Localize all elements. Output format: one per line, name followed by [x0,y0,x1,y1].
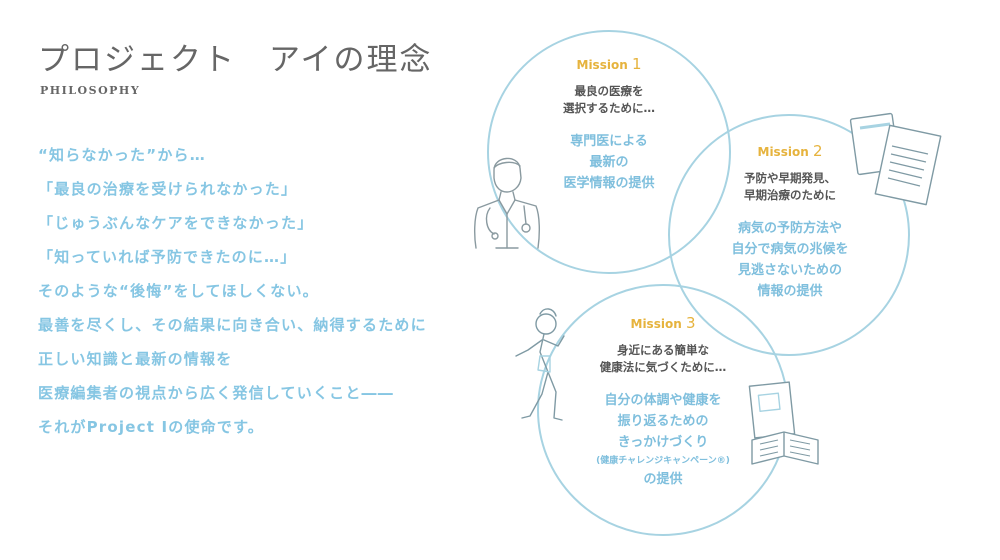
philosophy-line: 「じゅうぶんなケアをできなかった」 [38,214,314,232]
mission-3-goal: 自分の体調や健康を 振り返るための きっかけづくり (健康チャレンジキャンペーン… [578,390,748,490]
mission-2: Mission 2 予防や早期発見、 早期治療のために 病気の予防方法や 自分で… [710,142,870,302]
runner-icon [515,308,565,421]
mission-2-circle [668,114,910,356]
mission-2-intro: 予防や早期発見、 早期治療のために [744,171,836,202]
mission-3-goal-note: (健康チャレンジキャンペーン®) [596,456,730,466]
mission-3-intro: 身近にある簡単な 健康法に気づくために… [599,343,727,374]
documents-icon [849,112,942,206]
mission-3-label: Mission 3 [630,314,696,332]
page-title: プロジェクト アイの理念 [38,42,433,78]
philosophy-text: “知らなかった”から… 「最良の治療を受けられなかった」 「じゅうぶんなケアをで… [38,138,478,444]
philosophy-line: そのような“後悔”をしてほしくない。 [38,282,319,300]
philosophy-line: 最善を尽くし、その結果に向き合い、納得するために [38,316,427,334]
mission-3: Mission 3 身近にある簡単な 健康法に気づくために… 自分の体調や健康を… [578,314,748,490]
page-subtitle: PHILOSOPHY [40,84,141,97]
mission-1-goal: 専門医による 最新の 医学情報の提供 [563,134,655,191]
philosophy-line: 「知っていれば予防できたのに…」 [38,248,297,266]
mission-2-goal: 病気の予防方法や 自分で病気の兆候を 見逃さないための 情報の提供 [731,221,849,299]
mission-1: Mission 1 最良の医療を 選択するために… 専門医による 最新の 医学情… [534,55,684,194]
philosophy-line: 正しい知識と最新の情報を [38,350,233,368]
philosophy-line: 「最良の治療を受けられなかった」 [38,180,298,198]
mission-1-label: Mission 1 [576,55,642,73]
philosophy-line: 医療編集者の視点から広く発信していくこと―― [38,384,394,402]
mission-2-label: Mission 2 [757,142,823,160]
doctor-icon [473,157,541,249]
book-icon [748,381,819,465]
philosophy-line: “知らなかった”から… [38,146,206,164]
philosophy-line: それがProject Iの使命です。 [38,418,264,436]
mission-1-intro: 最良の医療を 選択するために… [563,84,655,115]
